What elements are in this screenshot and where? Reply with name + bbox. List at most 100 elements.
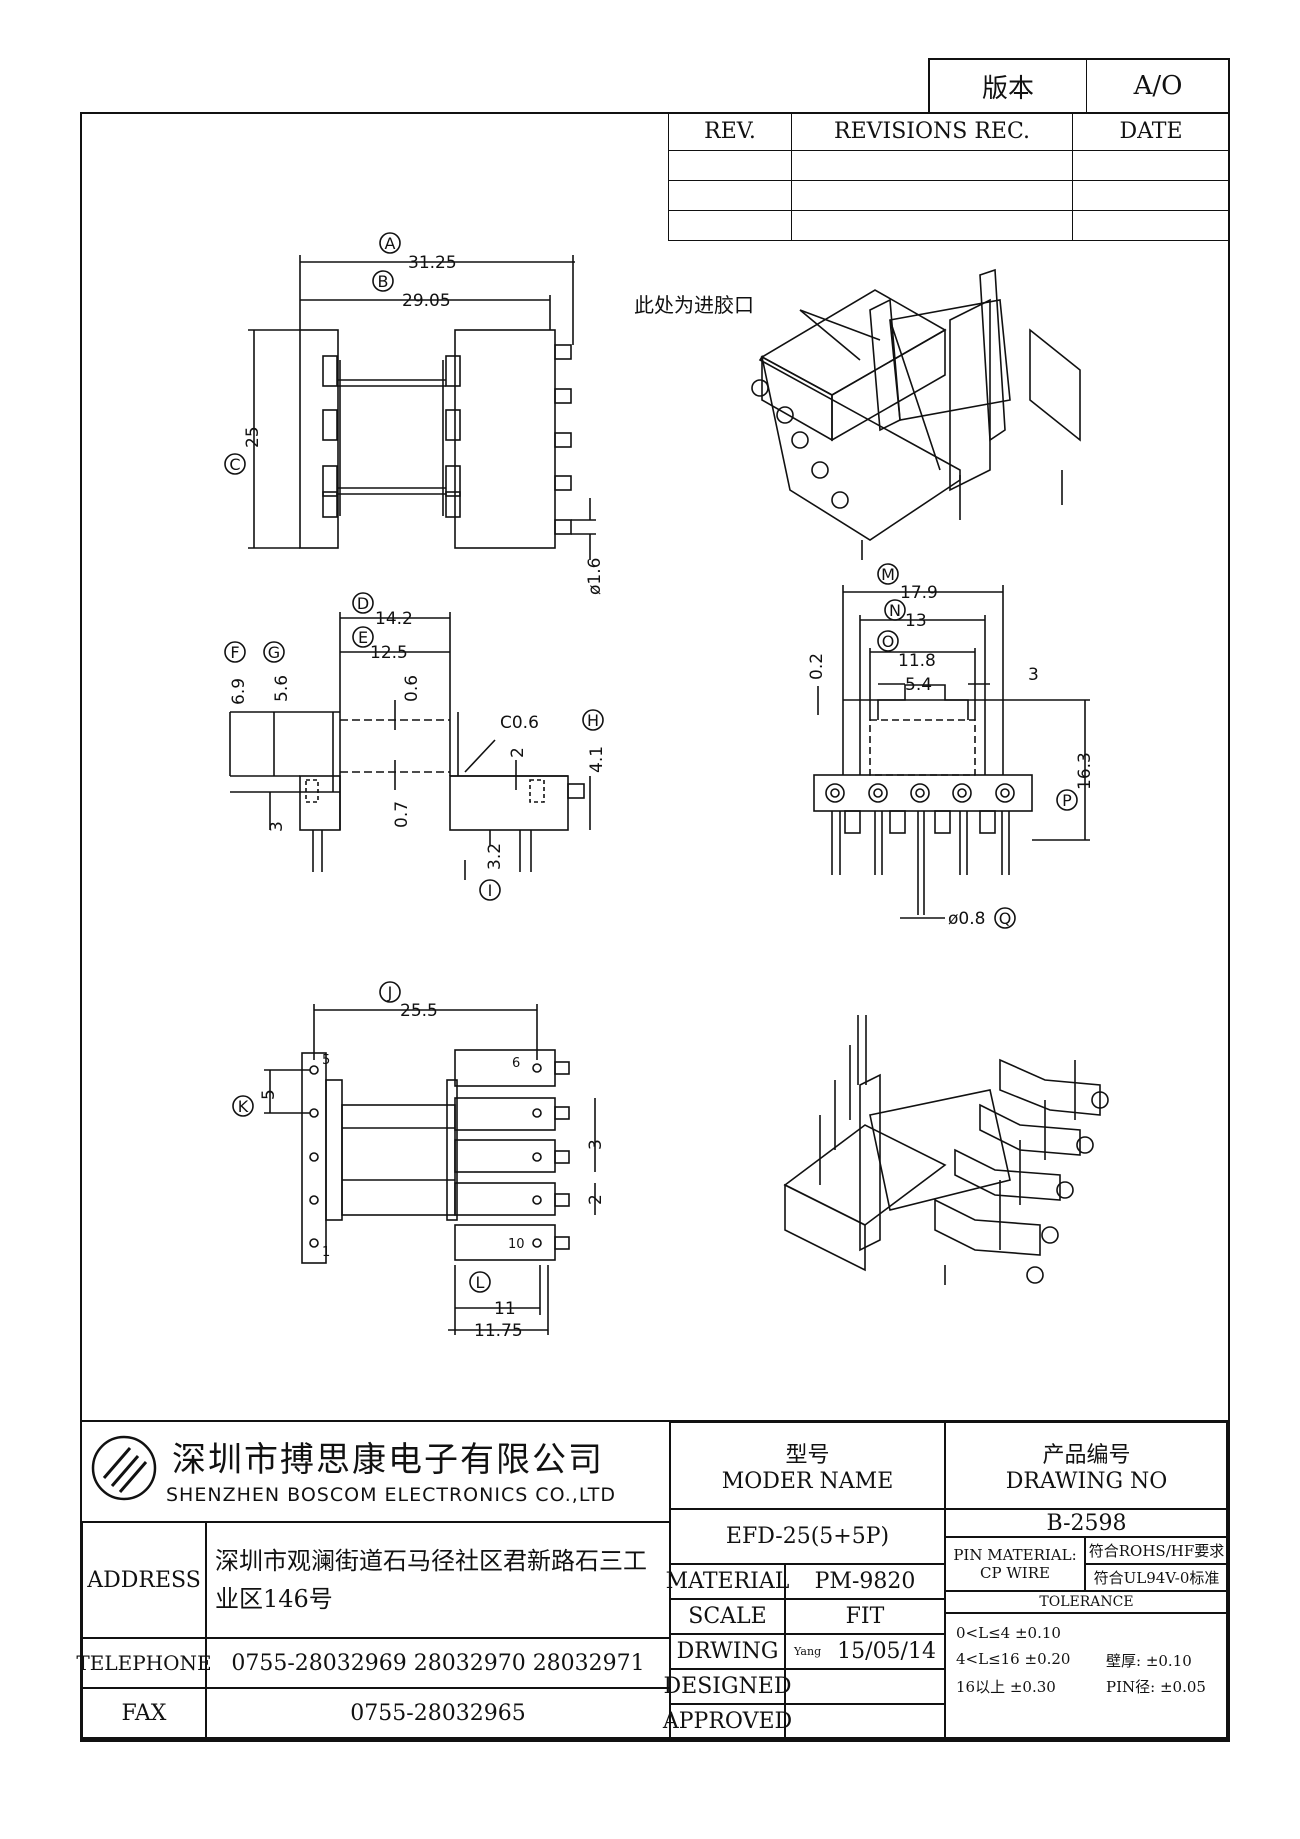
model-value: EFD-25(5+5P): [670, 1509, 945, 1564]
dim-o: 11.8: [898, 651, 936, 671]
label-g: G: [268, 643, 280, 662]
label-j: J: [387, 983, 393, 1002]
telephone-value: 0755-28032969 28032970 28032971: [206, 1638, 670, 1688]
dim-2: 2: [508, 747, 528, 758]
iso-view-bottom: [783, 1015, 1109, 1285]
tolerance-label: TOLERANCE: [945, 1591, 1228, 1613]
dim-q: ø0.8: [948, 909, 985, 929]
ul-note: 符合UL94V-0标准: [1085, 1564, 1228, 1591]
address-label: ADDRESS: [82, 1522, 206, 1638]
drawing-info: Yang 15/05/14: [785, 1634, 945, 1669]
rev-cell: [1072, 150, 1230, 181]
rev-cell: [791, 150, 1073, 181]
company-block: 深圳市搏思康电子有限公司 SHENZHEN BOSCOM ELECTRONICS…: [82, 1422, 670, 1522]
rev-cell: [1072, 210, 1230, 241]
label-n: N: [889, 601, 901, 620]
drawing-no-label-cn: 产品编号: [1042, 1443, 1131, 1468]
approved-label: APPROVED: [663, 1704, 792, 1738]
model-label-en: MODER NAME: [721, 1469, 894, 1494]
company-name-en: SHENZHEN BOSCOM ELECTRONICS CO.,LTD: [166, 1484, 617, 1506]
dim-p2: 2: [586, 1194, 606, 1205]
label-e: E: [358, 628, 368, 647]
dim-b: 29.05: [402, 291, 451, 311]
tol-row-2: 4<L≤16 ±0.20: [956, 1650, 1071, 1668]
dim-i: 3.2: [485, 843, 505, 870]
rev-cell: [668, 150, 792, 181]
label-d: D: [357, 594, 369, 613]
pin-tol: PIN径: ±0.05: [1106, 1678, 1206, 1696]
label-i: I: [488, 881, 493, 900]
dim-m: 17.9: [900, 583, 938, 603]
label-f: F: [230, 643, 239, 662]
company-logo: [91, 1435, 157, 1501]
pin-10-label: 10: [508, 1237, 525, 1252]
drawing-label: DRWING: [670, 1634, 785, 1669]
side-view: [224, 592, 604, 901]
dim-pin-dia: ø1.6: [585, 558, 605, 595]
pin-5-label: 5: [322, 1053, 330, 1068]
tol-row-3: 16以上 ±0.30: [956, 1678, 1056, 1696]
technical-drawing: A B C D E F G H I M N O P Q J K L 31.25 …: [224, 232, 1109, 1341]
dim-l: 11: [494, 1299, 516, 1319]
material-label: MATERIAL: [666, 1564, 789, 1599]
dim-p: 16.3: [1075, 752, 1095, 790]
company-name-cn: 深圳市搏思康电子有限公司: [172, 1440, 604, 1480]
dim-e: 12.5: [370, 643, 408, 663]
address-value: 深圳市观澜街道石马径社区君新路石三工业区146号: [206, 1522, 670, 1638]
dim-l2: 11.75: [474, 1321, 523, 1341]
label-l: L: [476, 1273, 485, 1292]
telephone-label: TELEPHONE: [76, 1638, 212, 1688]
dim-c: 25: [243, 426, 263, 448]
wall-tol: 壁厚: ±0.10: [1106, 1652, 1192, 1670]
label-o: O: [882, 632, 895, 651]
material-value: PM-9820: [785, 1564, 945, 1599]
label-q: Q: [999, 909, 1012, 928]
fax-label: FAX: [82, 1688, 206, 1738]
dim-0-6: 0.6: [402, 675, 422, 702]
label-b: B: [378, 272, 389, 291]
pin-6-label: 6: [512, 1056, 520, 1071]
fax-value: 0755-28032965: [206, 1688, 670, 1738]
scale-value: FIT: [785, 1599, 945, 1634]
drawing-frame: [80, 112, 1230, 1742]
gate-callout: 此处为进胶口: [634, 293, 754, 317]
rev-rec-header: REVISIONS REC.: [791, 112, 1073, 151]
dim-d: 14.2: [375, 609, 413, 629]
dim-chamfer: C0.6: [500, 713, 539, 733]
version-value: A/O: [1133, 71, 1183, 101]
bottom-view: [232, 981, 596, 1335]
pin-1-label: 1: [322, 1245, 330, 1260]
scale-label: SCALE: [670, 1599, 785, 1634]
label-c: C: [229, 455, 240, 474]
top-view: [224, 232, 596, 560]
dim-n: 13: [905, 611, 927, 631]
approved-value: [785, 1704, 945, 1738]
dim-p3: 3: [586, 1139, 606, 1150]
dim-k: 5: [259, 1089, 279, 1100]
dim-g: 5.6: [272, 675, 292, 702]
dim-0-7: 0.7: [392, 801, 412, 828]
label-m: M: [881, 565, 895, 584]
title-block: 深圳市搏思康电子有限公司 SHENZHEN BOSCOM ELECTRONICS…: [76, 1420, 1228, 1740]
revision-table: REV. REVISIONS REC. DATE: [668, 112, 1230, 241]
dim-0-2: 0.2: [807, 653, 827, 680]
dim-a: 31.25: [408, 253, 457, 273]
rev-header: REV.: [668, 112, 792, 151]
rev-cell: [791, 210, 1073, 241]
dim-slot: 5.4: [905, 675, 932, 695]
dim-s3: 3: [1028, 665, 1039, 685]
label-a: A: [385, 234, 396, 253]
model-label-cn: 型号: [785, 1443, 830, 1468]
rohs-note: 符合ROHS/HF要求: [1085, 1537, 1228, 1564]
front-view: [813, 563, 1090, 929]
label-p: P: [1062, 791, 1072, 810]
dim-h: 4.1: [587, 746, 607, 773]
iso-view-top: [751, 268, 1081, 560]
model-header: 型号 MODER NAME: [670, 1422, 945, 1509]
drawing-no-value: B-2598: [945, 1509, 1228, 1537]
dim-3: 3: [267, 821, 287, 832]
drawing-author: Yang: [794, 1645, 822, 1658]
pin-material-label: PIN MATERIAL:: [953, 1546, 1077, 1564]
designed-value: [785, 1669, 945, 1704]
